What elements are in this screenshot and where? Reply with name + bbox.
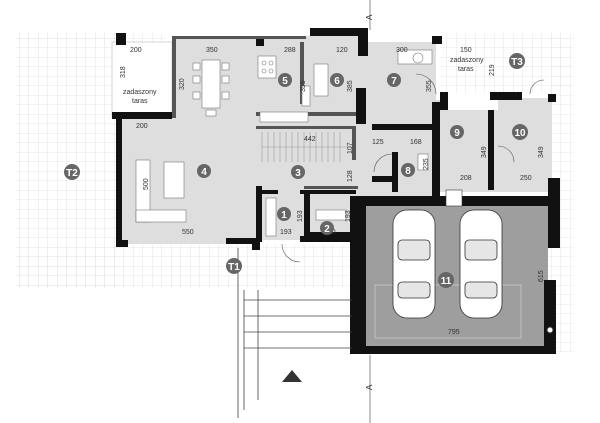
exterior-walls [112,28,560,354]
svg-text:3: 3 [295,168,301,179]
entrance-arrow-icon [282,370,302,382]
room-badge-5: 5 [278,73,292,87]
covered-terrace-left [111,41,173,119]
dim-318: 318 [120,66,127,78]
dim-300: 300 [396,47,408,54]
dim-442: 442 [304,136,316,143]
svg-text:6: 6 [334,76,340,87]
room-badge-8: 8 [401,163,415,177]
dim-128: 128 [347,170,354,182]
svg-text:11: 11 [441,276,452,287]
dim-150: 150 [460,47,472,54]
room-badge-t3: T3 [509,53,525,69]
entry-steps [237,248,352,418]
covered-terrace-left-label-2: taras [132,98,148,105]
dining-table [192,59,230,117]
door-swings [281,73,545,263]
bathroom-fixtures [265,49,433,237]
room-badge-t1: T1 [226,258,242,274]
dim-208: 208 [460,175,472,182]
dim-200b: 200 [136,123,148,130]
dim-350: 350 [206,47,218,54]
svg-text:4: 4 [201,167,207,178]
dim-550: 550 [182,229,194,236]
dim-168: 168 [410,139,422,146]
living-sofa [135,159,187,223]
dim-349b: 349 [538,146,545,158]
room-badge-11: 11 [438,272,454,288]
svg-text:10: 10 [514,128,526,139]
room-badge-1: 1 [277,207,291,221]
terrace-t1-area [16,244,356,288]
dim-355b: 355 [426,80,433,92]
svg-text:8: 8 [405,166,411,177]
dim-193c: 193 [345,210,352,222]
svg-text:T1: T1 [228,262,240,273]
svg-text:7: 7 [391,76,397,87]
svg-text:9: 9 [454,128,460,139]
dim-320: 320 [179,78,186,90]
dim-120: 120 [336,47,348,54]
room-badge-t2: T2 [64,164,80,180]
dim-219: 219 [489,64,496,76]
staircase [261,132,352,162]
kitchen-counter [257,55,329,123]
covered-terrace-left-label-1: zadaszony [123,89,157,96]
room-badge-4: 4 [197,164,211,178]
garage-drain [546,326,554,334]
room-badge-9: 9 [450,125,464,139]
garage-post [445,189,463,207]
section-mark-bottom: A [365,384,374,390]
svg-text:T3: T3 [511,57,523,68]
interior-floor [120,36,552,244]
room-badge-7: 7 [387,73,401,87]
dim-250: 250 [520,175,532,182]
svg-text:1: 1 [281,210,287,221]
dim-288: 288 [284,47,296,54]
covered-terrace-right-label-1: zadaszony [450,57,484,64]
dim-500: 500 [143,178,150,190]
dim-235: 235 [423,158,430,170]
dim-615: 615 [538,270,545,282]
covered-terrace-right-label-2: taras [458,66,474,73]
dim-385: 385 [347,80,354,92]
room-badge-2: 2 [320,221,334,235]
svg-text:5: 5 [282,76,288,87]
car-left [392,209,436,319]
section-mark-top: A [365,14,374,20]
dim-193a: 193 [280,229,292,236]
room-badges: 1 2 3 4 5 6 7 8 9 10 11 T1 T2 T3 [64,53,528,288]
dim-125: 125 [372,139,384,146]
terrace-t2-top-strip [16,33,166,43]
svg-text:2: 2 [324,224,330,235]
room-badge-10: 10 [512,124,528,140]
dim-107: 107 [347,142,354,154]
room-badge-3: 3 [291,165,305,179]
dim-349a: 349 [481,146,488,158]
dimension-labels: 200 318 350 320 288 355 120 385 300 355 … [120,47,545,336]
room-badge-6: 6 [330,73,344,87]
dim-200a: 200 [130,47,142,54]
dim-355a: 355 [300,80,307,92]
dim-193b: 193 [297,210,304,222]
dim-795: 795 [448,329,460,336]
svg-text:T2: T2 [66,168,78,179]
car-right [459,209,503,319]
